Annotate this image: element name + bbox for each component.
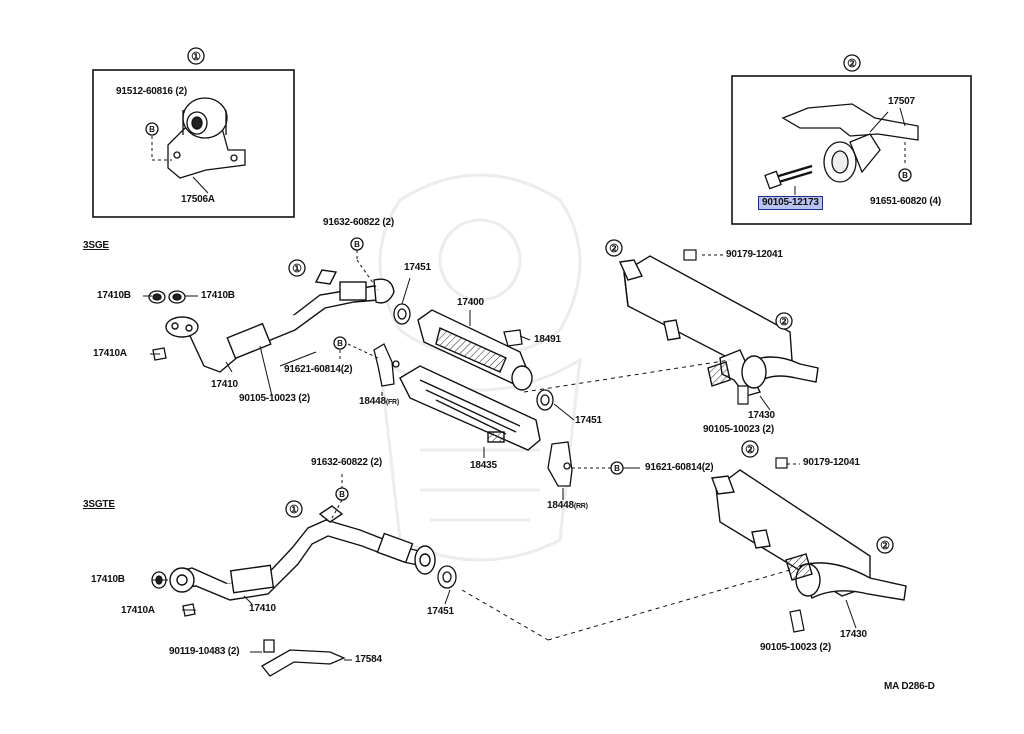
tail-pipe-3sge (618, 255, 819, 397)
label-17410-sgte[interactable]: 17410 (249, 603, 276, 614)
label-90179-12041-sgte[interactable]: 90179-12041 (803, 457, 860, 468)
label-17451-top[interactable]: 17451 (404, 262, 431, 273)
bolt-letter: B (337, 339, 343, 348)
bolt-letter: B (149, 125, 155, 134)
bolt-letter: B (902, 171, 908, 180)
callout-markers (145, 47, 912, 554)
label-17410a-sgte[interactable]: 17410A (121, 605, 155, 616)
label-18448-fr-number: 18448 (359, 396, 386, 407)
bolt-marker (335, 487, 349, 501)
bolt-marker (333, 336, 347, 350)
heat-insulator-18435 (399, 365, 541, 451)
label-17410a-sge[interactable]: 17410A (93, 348, 127, 359)
callout-2-sgte-b (876, 536, 894, 554)
callout-2-inset (843, 54, 861, 72)
callout-text: ① (292, 263, 302, 275)
callout-1-sgte (285, 500, 303, 518)
label-17507[interactable]: 17507 (888, 96, 915, 107)
label-91512-60816[interactable]: 91512-60816 (2) (116, 86, 187, 97)
bolt-marker (898, 168, 912, 182)
label-18448-rr-suffix: (RR) (573, 503, 588, 510)
inset-1 (92, 69, 295, 218)
label-17430-sgte[interactable]: 17430 (840, 629, 867, 640)
label-17410b-right[interactable]: 17410B (201, 290, 235, 301)
label-91621-60814-sgte[interactable]: 91621-60814(2) (645, 462, 714, 473)
label-90105-10023-sgte-tail[interactable]: 90105-10023 (2) (760, 642, 831, 653)
insulator-17506a (167, 97, 246, 179)
callout-text: ② (847, 58, 857, 70)
label-90105-10023-sge-tail[interactable]: 90105-10023 (2) (703, 424, 774, 435)
front-pipe-3sgte (169, 505, 436, 601)
callout-1-sge (288, 259, 306, 277)
label-90179-12041-sge[interactable]: 90179-12041 (726, 249, 783, 260)
label-91632-60822-sge[interactable]: 91632-60822 (2) (323, 217, 394, 228)
bolt-letter: B (354, 240, 360, 249)
label-17410b-left[interactable]: 17410B (97, 290, 131, 301)
callout-text: ① (191, 51, 201, 63)
callout-text: ① (289, 504, 299, 516)
label-90119-10483[interactable]: 90119-10483 (2) (169, 646, 240, 657)
callout-text: ② (609, 243, 619, 255)
label-91632-60822-sgte[interactable]: 91632-60822 (2) (311, 457, 382, 468)
label-17410-sge[interactable]: 17410 (211, 379, 238, 390)
catalytic-converter-17400 (417, 309, 533, 391)
label-17584[interactable]: 17584 (355, 654, 382, 665)
callout-1-inset (187, 47, 205, 65)
bolt-marker (350, 237, 364, 251)
section-3sge: 3SGE (83, 240, 109, 251)
label-18448-fr[interactable]: 18448(FR) (359, 396, 399, 409)
callout-2-sgte-a (741, 440, 759, 458)
label-18435[interactable]: 18435 (470, 460, 497, 471)
label-17400[interactable]: 17400 (457, 297, 484, 308)
label-90105-12173-highlighted[interactable]: 90105-12173 (758, 196, 823, 210)
label-17430-sge[interactable]: 17430 (748, 410, 775, 421)
diagram-code: MA D286-D (884, 681, 935, 692)
callout-2-sge-b (775, 312, 793, 330)
label-90105-10023-sge-front[interactable]: 90105-10023 (2) (239, 393, 310, 404)
section-3sgte: 3SGTE (83, 499, 115, 510)
front-pipe-3sge (165, 269, 395, 373)
label-17410b-sgte[interactable]: 17410B (91, 574, 125, 585)
label-18448-rr[interactable]: 18448(RR) (547, 500, 588, 513)
bolt-marker (610, 461, 624, 475)
label-17451-sgte[interactable]: 17451 (427, 606, 454, 617)
bolt-letter: B (614, 464, 620, 473)
inset-2 (731, 75, 972, 225)
label-17506a[interactable]: 17506A (181, 194, 215, 205)
callout-text: ② (779, 316, 789, 328)
bolt-letter: B (339, 490, 345, 499)
label-18448-rr-number: 18448 (547, 500, 574, 511)
callout-text: ② (880, 540, 890, 552)
callout-2-sge-a (605, 239, 623, 257)
label-17451-mid[interactable]: 17451 (575, 415, 602, 426)
label-91651-60820[interactable]: 91651-60820 (4) (870, 196, 941, 207)
bolt-marker (145, 122, 159, 136)
label-18491[interactable]: 18491 (534, 334, 561, 345)
label-91621-60814-sge[interactable]: 91621-60814(2) (284, 364, 353, 375)
callout-text: ② (745, 444, 755, 456)
tail-pipe-3sgte (711, 469, 907, 601)
label-18448-fr-suffix: (FR) (385, 399, 400, 406)
